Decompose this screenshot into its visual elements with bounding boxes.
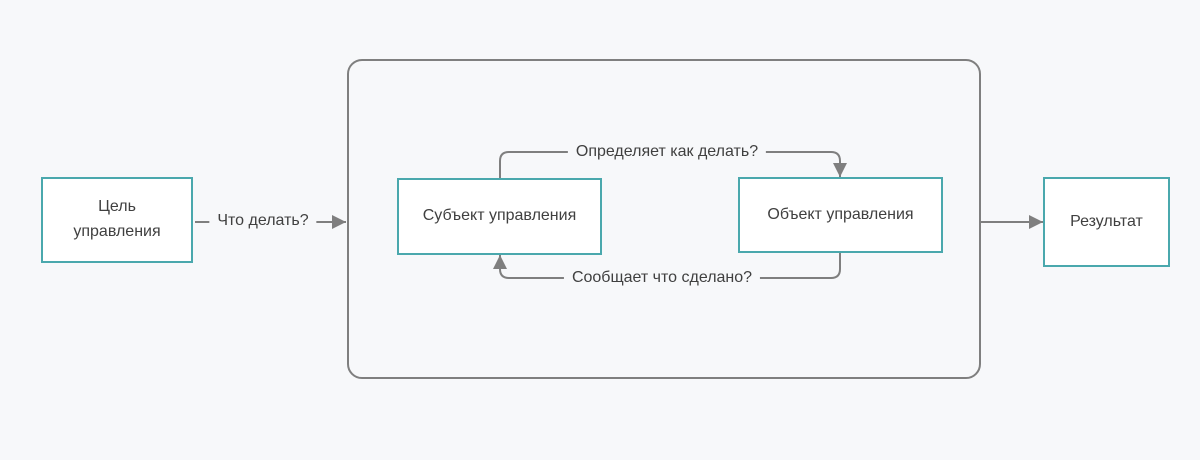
node-goal-label: Цель управления bbox=[73, 198, 161, 240]
node-object: Объект управления bbox=[738, 177, 943, 253]
edge-label-what-done: Сообщает что сделано? bbox=[563, 269, 761, 287]
edge-label-how-to-do: Определяет как делать? bbox=[567, 143, 767, 161]
edge-label-what-to-do: Что делать? bbox=[209, 212, 317, 230]
node-object-label: Объект управления bbox=[767, 205, 914, 223]
node-subject: Субъект управления bbox=[397, 178, 602, 255]
management-loop-container bbox=[347, 59, 981, 379]
node-goal: Цель управления bbox=[41, 177, 193, 263]
node-result: Результат bbox=[1043, 177, 1170, 267]
node-result-label: Результат bbox=[1070, 212, 1143, 230]
node-subject-label: Субъект управления bbox=[422, 207, 577, 225]
